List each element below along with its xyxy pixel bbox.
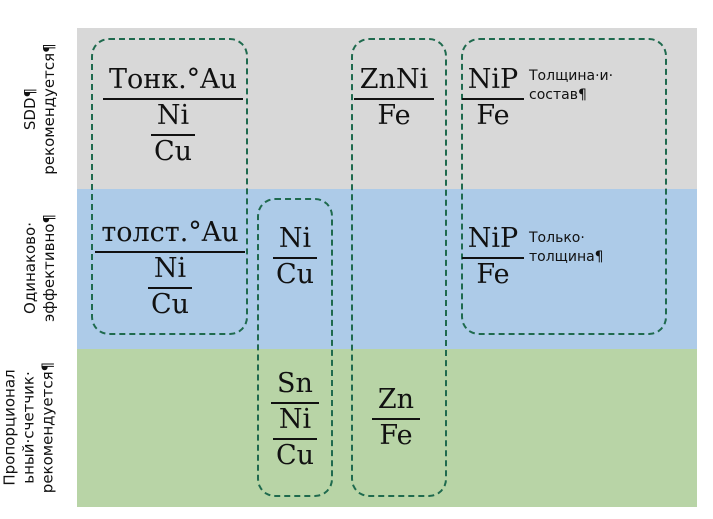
- layer-znni: ZnNi: [353, 64, 435, 100]
- layer-fe: Fe: [476, 100, 510, 131]
- layer-fe: Fe: [379, 420, 413, 451]
- row-label-proportional-line-2: ьный·счетчик·: [19, 371, 38, 484]
- row-label-sdd-line-1: SDD¶: [21, 87, 39, 131]
- row-label-proportional-line-3: рекомендуется¶: [38, 361, 57, 494]
- note-line-1: Толщина·и·: [529, 68, 614, 84]
- stack-sn-ni-cu: Sn Ni Cu: [270, 368, 320, 474]
- layer-ni: Ni: [147, 253, 193, 289]
- note-line-2: толщина¶: [529, 249, 604, 265]
- row-band-sdd: [77, 28, 697, 189]
- layer-zn: Zn: [371, 384, 421, 420]
- stack-znni: ZnNi Fe: [353, 64, 435, 134]
- layer-ni: Ni: [150, 100, 196, 136]
- layer-cu: Cu: [275, 259, 315, 290]
- row-band-proportional: [77, 349, 697, 507]
- layer-thick-au: толст.°Au: [95, 217, 245, 253]
- row-label-equal-line-1: Одинаково·: [21, 222, 39, 314]
- layer-ni: Ni: [272, 223, 318, 259]
- note-line-2: состав¶: [529, 87, 587, 103]
- layer-nip: NiP: [461, 223, 525, 259]
- stack-nip-sdd: NiP Fe: [461, 64, 525, 134]
- group-frame-nip: [461, 38, 667, 335]
- layer-nip: NiP: [461, 64, 525, 100]
- layer-fe: Fe: [476, 259, 510, 290]
- row-label-equal: Одинаково· эффективно¶: [21, 198, 59, 338]
- layer-thin-au: Тонк.°Au: [102, 64, 244, 100]
- layer-fe: Fe: [377, 100, 411, 131]
- stack-thick-au: толст.°Au Ni Cu: [95, 217, 245, 323]
- group-frame-au: [91, 38, 248, 335]
- layer-cu: Cu: [275, 440, 315, 471]
- row-label-equal-line-2: эффективно¶: [40, 213, 58, 323]
- row-label-sdd-line-2: рекомендуется¶: [40, 43, 58, 175]
- note-thickness-composition: Толщина·и· состав¶: [529, 67, 613, 105]
- stack-zn-fe: Zn Fe: [371, 384, 421, 454]
- stack-nip-equal: NiP Fe: [461, 223, 525, 293]
- note-line-1: Только·: [529, 230, 585, 246]
- layer-sn: Sn: [271, 368, 319, 404]
- layer-cu: Cu: [153, 136, 193, 167]
- stack-thin-au: Тонк.°Au Ni Cu: [102, 64, 244, 170]
- row-label-proportional-line-1: Пропорционал: [0, 369, 19, 486]
- layer-ni: Ni: [272, 404, 318, 440]
- row-band-equal: [77, 189, 697, 349]
- stack-ni-cu: Ni Cu: [270, 223, 320, 293]
- note-thickness-only: Только· толщина¶: [529, 229, 604, 267]
- group-frame-ni-sn: [257, 198, 333, 497]
- row-label-proportional: Пропорционал ьный·счетчик· рекомендуется…: [1, 353, 58, 503]
- row-label-sdd: SDD¶ рекомендуется¶: [21, 34, 59, 184]
- layer-cu: Cu: [150, 289, 190, 320]
- group-frame-zn: [351, 38, 447, 497]
